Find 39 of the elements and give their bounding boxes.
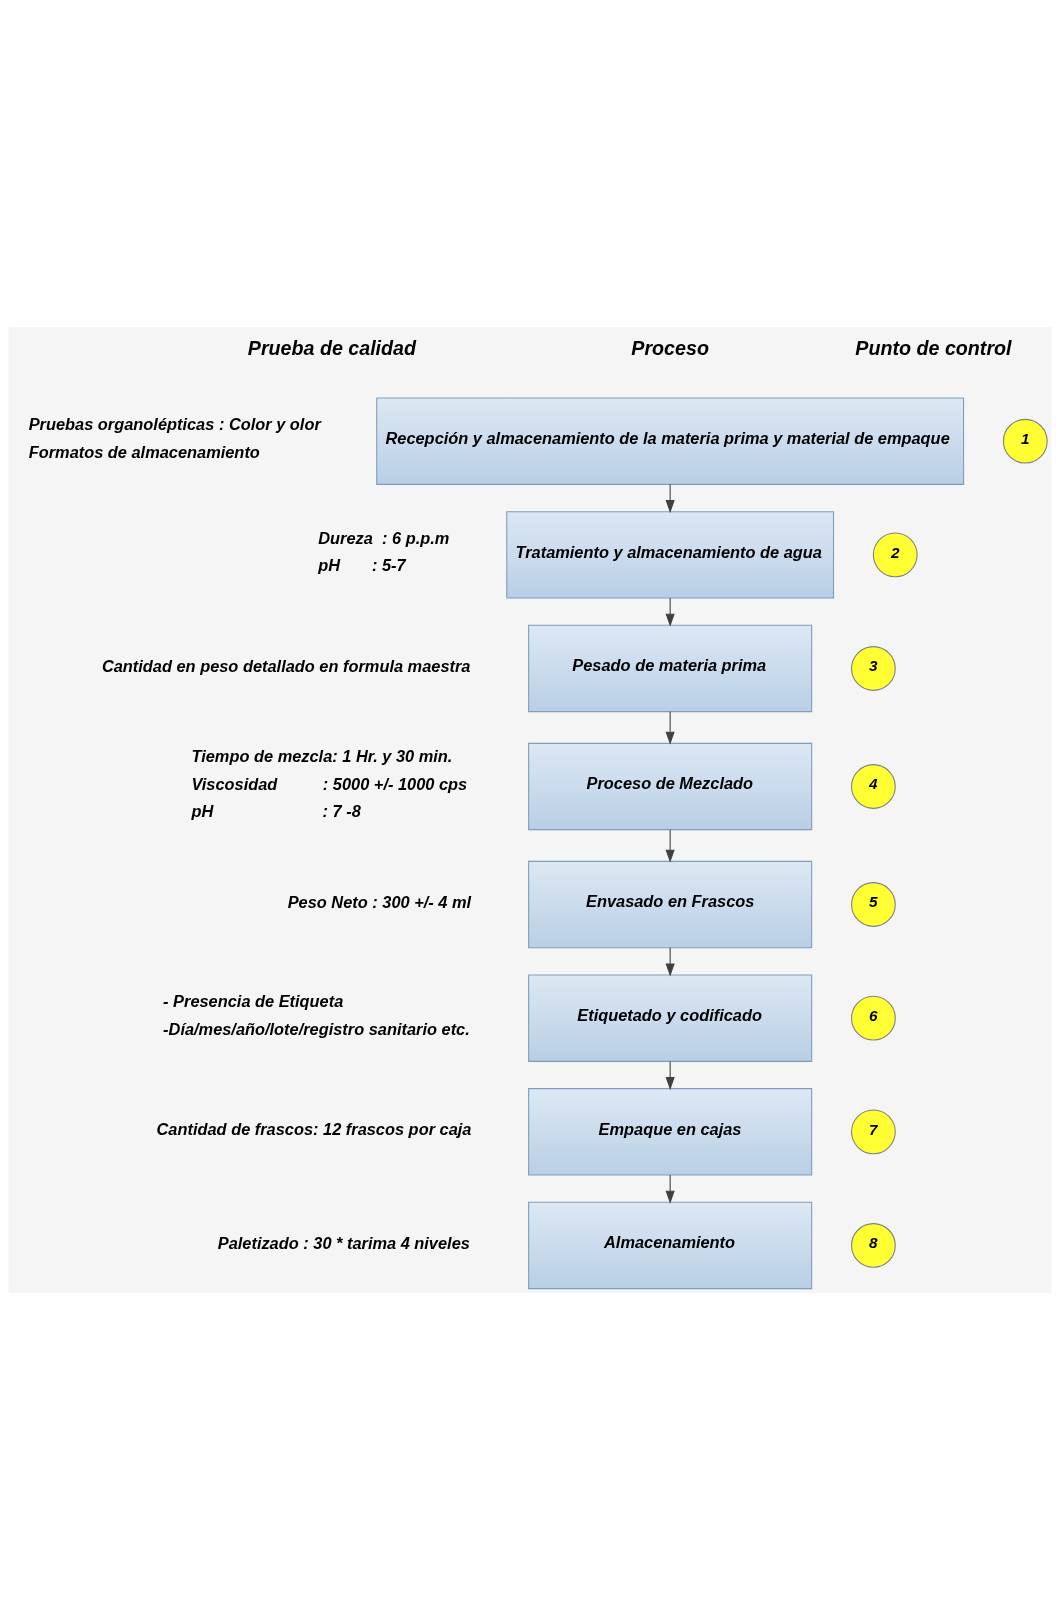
node-label: Viscosidad : 5000 +/- 1000 cps — [191, 774, 468, 793]
node-label: Tiempo de mezcla: 1 Hr. y 30 min. — [191, 747, 453, 766]
node-label: Peso Neto : 300 +/- 4 ml — [287, 892, 472, 911]
node-circle: 1 — [1002, 418, 1048, 464]
arrow — [665, 1060, 675, 1091]
node-box: Tratamiento y almacenamiento de agua — [506, 511, 835, 599]
node-circle: 7 — [851, 1109, 896, 1155]
arrow — [665, 947, 675, 977]
node-box: Empaque en cajas — [528, 1088, 813, 1176]
node-box: Etiquetado y codificado — [528, 974, 813, 1062]
node-circle: 4 — [851, 764, 896, 809]
node-circle: 3 — [851, 646, 896, 691]
arrow — [665, 711, 675, 745]
node-box: Pesado de materia prima — [528, 624, 813, 713]
node-box: Proceso de Mezclado — [528, 742, 813, 831]
node-label: Paletizado : 30 * tarima 4 niveles — [217, 1233, 470, 1252]
node-box: Recepción y almacenamiento de la materia prima y material de empaque — [376, 397, 965, 485]
node-box: Envasado en Frascos — [528, 860, 813, 949]
node-label: Dureza : 6 p.p.m — [318, 528, 450, 547]
arrow — [665, 597, 675, 627]
arrow — [665, 1174, 675, 1204]
node-label: Cantidad en peso detallado en formula maestra — [101, 656, 471, 675]
label: Prueba de calidad — [247, 336, 417, 359]
node-label: -Día/mes/año/lote/registro sanitario etc. — [163, 1019, 470, 1038]
node-circle: 6 — [851, 995, 896, 1041]
node-label: - Presencia de Etiqueta — [163, 992, 344, 1011]
node-label: Cantidad de frascos: 12 frascos por caja — [156, 1120, 472, 1139]
label: Proceso — [631, 336, 709, 359]
node-box: Almacenamiento — [528, 1201, 813, 1290]
node-circle: 8 — [851, 1223, 896, 1268]
label: Punto de control — [855, 336, 1012, 359]
arrow — [665, 829, 675, 863]
node-label: Pruebas organolépticas : Color y olor — [28, 415, 321, 434]
node-label: Formatos de almacenamiento — [28, 442, 260, 461]
node-circle: 2 — [872, 532, 918, 578]
node-label: pH : 7 -8 — [191, 802, 361, 821]
node-circle: 5 — [851, 882, 896, 927]
node-label: pH : 5-7 — [318, 556, 406, 575]
arrow — [665, 483, 675, 514]
